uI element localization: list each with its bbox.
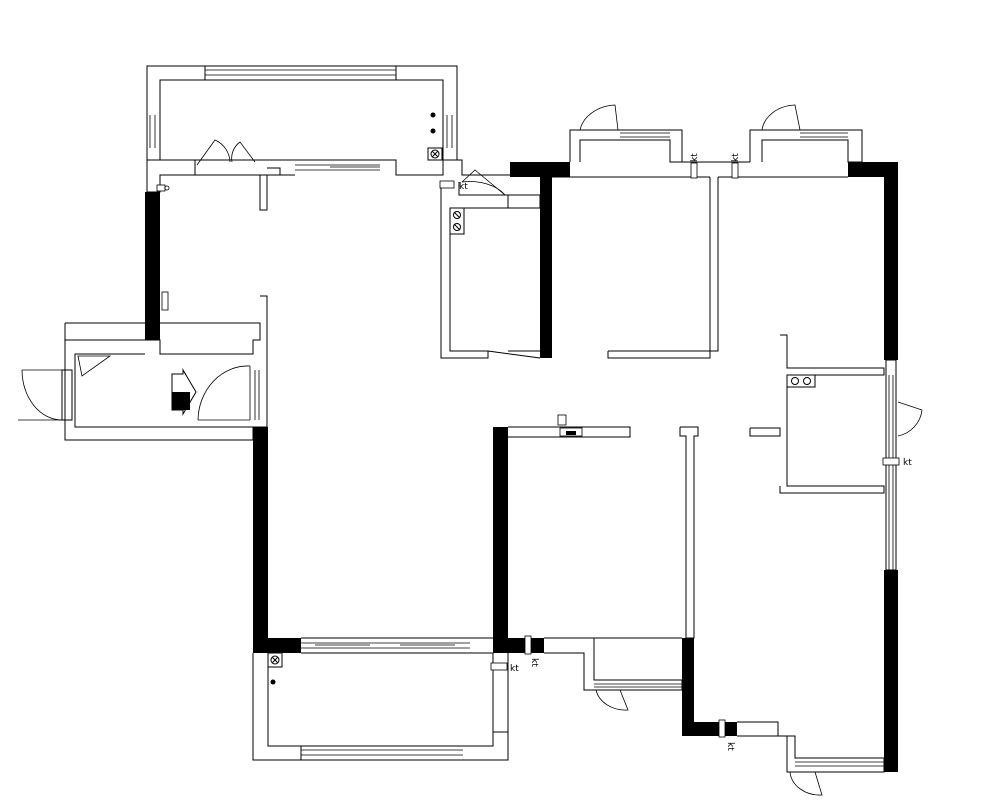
top-balcony-right-outline	[395, 65, 458, 161]
kt-marker-bottom-center: kt kt	[490, 635, 539, 674]
window-top-balcony	[205, 69, 396, 76]
top-balcony-washer-icon	[427, 147, 443, 161]
kt-marker-bedroom-3: kt	[731, 153, 741, 179]
sliding-door-top	[295, 164, 380, 171]
fixtures	[156, 112, 816, 685]
living-top-wall	[146, 159, 196, 193]
window-top-balcony-right	[446, 115, 453, 148]
bathroom-right-stub	[749, 427, 781, 437]
bottom-balcony-drain-icon	[270, 679, 276, 685]
window-top-balcony-left	[149, 115, 156, 148]
entry-foyer-outline	[64, 339, 254, 441]
kt-label: kt	[725, 742, 735, 751]
wall-bottom-center-h	[682, 722, 737, 736]
bedroom-2-bottom	[607, 350, 711, 359]
bottom-balcony-right-wall	[492, 653, 509, 733]
top-balcony-outline	[146, 65, 206, 160]
wall-kitchen-right	[540, 175, 552, 358]
wall-top-right-a	[510, 162, 570, 177]
window-bedroom-3	[800, 132, 848, 138]
entry-foyer-right	[253, 295, 268, 428]
wall-right-lower	[884, 570, 898, 772]
kitchen-outline	[440, 182, 509, 359]
door-bottom-right	[789, 771, 823, 796]
bottom-bedroom-bay	[544, 637, 683, 691]
entry-foyer-window	[61, 369, 73, 421]
door-bedroom-2-balcony	[579, 104, 619, 131]
kt-marker-bottom-right: kt	[718, 719, 735, 751]
door-foyer-cabinet	[77, 355, 112, 377]
balcony-drain-icon	[430, 112, 436, 118]
door-kitchen	[461, 169, 506, 196]
kt-label: kt	[459, 182, 468, 192]
wall-living-bottom	[253, 638, 301, 653]
kitchen-counter-2	[487, 350, 541, 359]
kt-label: kt	[731, 153, 741, 162]
kitchen-inner	[508, 194, 541, 209]
window-bedroom-2	[620, 132, 670, 138]
door-entry	[18, 369, 63, 421]
sliding-door-bottom	[301, 642, 470, 649]
bottom-right-bay	[737, 721, 885, 773]
corridor-wall-right	[679, 426, 699, 639]
wall-left-upper	[145, 192, 160, 340]
door-foyer-inner	[197, 365, 251, 421]
window-right-bathroom	[888, 375, 894, 570]
bottom-balcony-washer-icon	[267, 652, 283, 668]
living-stub-2	[267, 167, 281, 176]
bathroom-right-outline	[779, 334, 885, 494]
window-bottom-balcony	[301, 749, 463, 756]
wall-center-bottom	[493, 427, 508, 653]
windows	[149, 69, 894, 767]
window-foyer	[254, 370, 260, 420]
kt-marker-kitchen: kt	[439, 180, 468, 192]
wall-right-upper	[884, 162, 898, 360]
door-bottom-bedroom	[595, 689, 629, 711]
kt-labels: kt kt kt kt kt kt kt	[439, 153, 912, 751]
corridor-divider	[508, 426, 631, 438]
kt-label: kt	[529, 658, 539, 667]
wall-bottom-center-v	[682, 638, 694, 736]
kt-marker-bedroom-2: kt	[690, 153, 700, 179]
kt-label: kt	[903, 458, 912, 468]
bottom-balcony-outline	[252, 653, 302, 761]
entry-foyer-top	[65, 322, 261, 355]
door-bedroom-3-balcony	[761, 104, 801, 131]
kt-label: kt	[690, 153, 700, 162]
bedroom-3-outline	[749, 129, 863, 163]
living-stub	[259, 175, 268, 211]
bedroom-2-outline	[569, 129, 683, 163]
window-bottom-right-bedroom	[795, 761, 884, 767]
kt-label: kt	[510, 664, 519, 674]
electrical-panel-icon	[557, 414, 583, 437]
kt-marker-bathroom-right: kt	[882, 457, 912, 468]
living-top-wall-2	[295, 159, 510, 176]
structural-walls	[145, 162, 898, 772]
left-wall-switch-icon	[161, 291, 169, 311]
entry-arrow-icon	[171, 368, 197, 416]
left-wall-outlet-icon	[156, 184, 170, 192]
balcony-drain-icon-2	[430, 128, 436, 134]
doors	[18, 104, 923, 796]
kitchen-gas-icon	[449, 207, 465, 235]
bedroom-2-right-wall	[709, 177, 719, 352]
window-bottom-bedroom	[594, 683, 682, 688]
wall-living-left	[253, 427, 268, 653]
door-top-balcony-double	[196, 139, 256, 166]
bottom-balcony-right	[463, 731, 509, 761]
thin-walls	[61, 65, 897, 773]
bathroom-fixture-icon	[786, 374, 816, 388]
door-bathroom-right	[897, 401, 923, 437]
